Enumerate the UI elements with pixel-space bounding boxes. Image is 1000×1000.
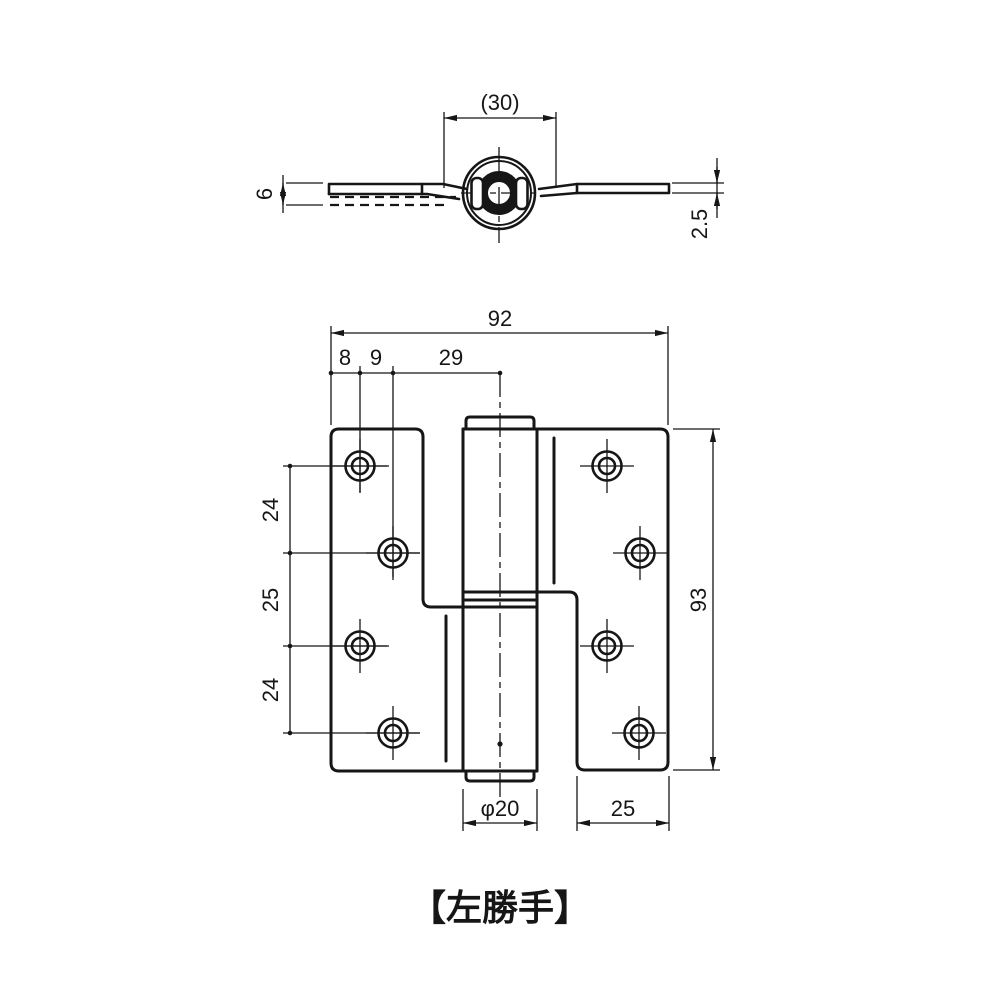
dim-label-col-to-center: 29 [439, 345, 463, 370]
dim-label-edge-offset: 8 [339, 345, 351, 370]
dim-overall-width: 92 [330, 306, 669, 425]
dim-label-knuckle-width: (30) [480, 90, 519, 115]
dim-overall-height: 93 [673, 428, 720, 771]
pin-barrel [461, 415, 539, 783]
dim-label-bottom-flange-width: 25 [611, 796, 635, 821]
top-view-left-leaf [327, 182, 469, 207]
dim-label-pitch-bottom: 24 [258, 678, 283, 702]
screw-hole [578, 617, 636, 675]
top-view-right-leaf [537, 182, 671, 198]
bushing-ear-right [514, 176, 529, 211]
dim-hole-offset-chain: 8 9 29 [328, 345, 503, 577]
screw-hole [610, 704, 668, 762]
dim-label-barrel-diameter: φ20 [481, 796, 520, 821]
dim-right-leaf-thickness: 2.5 [672, 158, 724, 239]
dim-barrel-diameter: φ20 [462, 789, 538, 831]
dim-hole-pitch-chain: 24 25 24 [258, 463, 420, 736]
barrel-bottom-cap [464, 769, 536, 783]
screw-hole [578, 437, 636, 495]
barrel-center-mark [497, 741, 503, 747]
barrel-top-cap [464, 415, 536, 431]
bushing-ear-left [470, 176, 485, 211]
top-view: (30) 6 2.5 [252, 90, 724, 243]
dim-left-leaf-thickness: 6 [252, 175, 323, 213]
dim-label-pitch-top: 24 [258, 498, 283, 522]
dim-label-overall-height: 93 [686, 588, 711, 612]
front-view: 92 8 9 29 24 25 24 [258, 306, 720, 831]
dim-label-left-thickness: 6 [252, 188, 277, 200]
knuckle-outer-circle [461, 155, 537, 231]
knuckle-inner-outline [466, 160, 532, 226]
dim-bottom-flange-width: 25 [576, 776, 670, 831]
dim-label-pitch-middle: 25 [258, 588, 283, 612]
front-right-plate [461, 427, 670, 772]
dim-label-overall-width: 92 [488, 306, 512, 331]
dim-knuckle-width: (30) [443, 90, 557, 188]
screw-hole [611, 524, 669, 582]
handing-caption: 【左勝手】 [410, 888, 590, 929]
dim-label-col-gap: 9 [370, 345, 382, 370]
dim-label-right-thickness: 2.5 [687, 209, 712, 240]
front-left-plate [329, 427, 539, 773]
top-view-knuckle [461, 147, 537, 243]
